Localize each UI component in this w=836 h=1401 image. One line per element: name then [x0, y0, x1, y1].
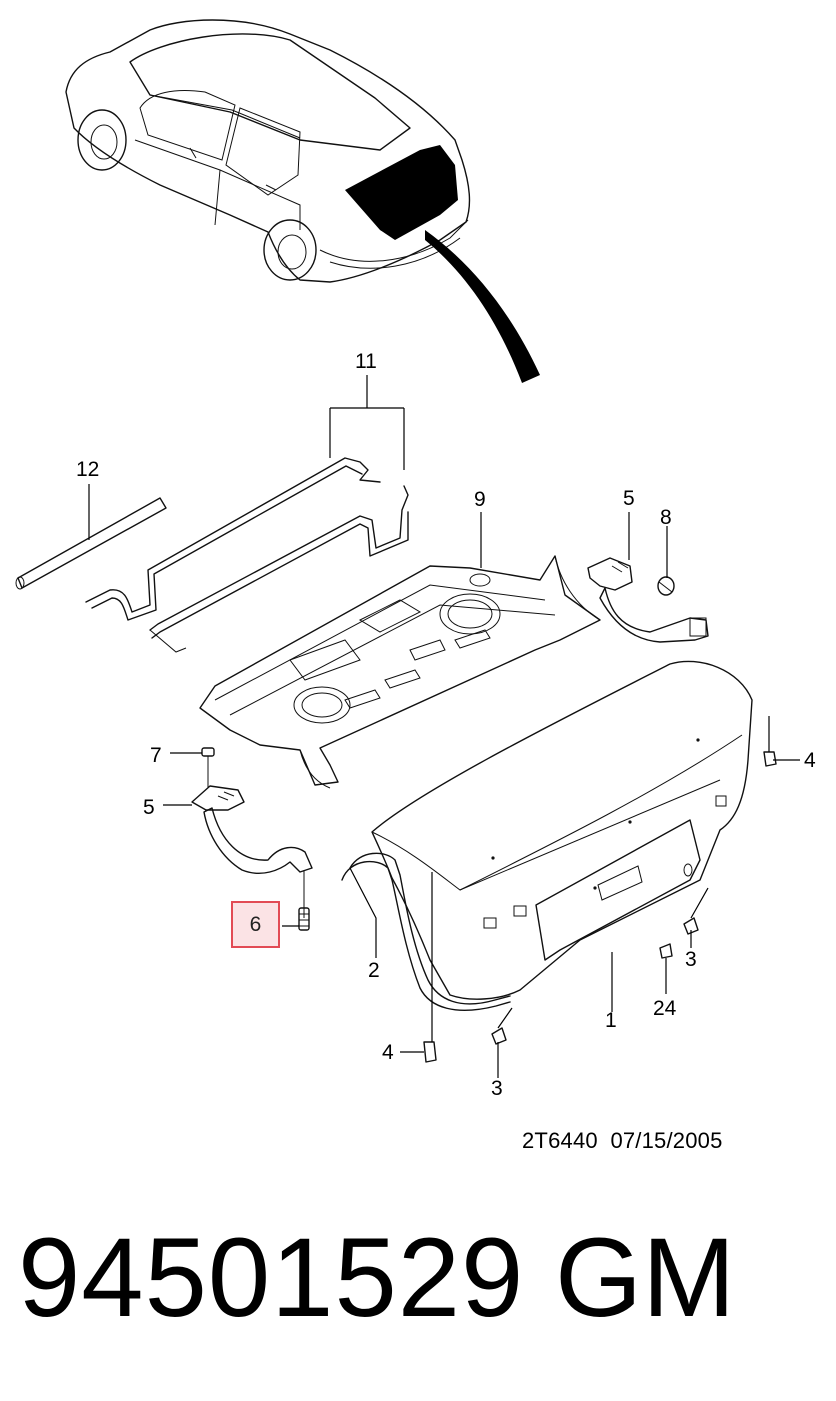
callout-labels: 11 12 9 5 8 7 5 4 2 3 24 1 4 3 — [76, 350, 816, 1100]
callout-8: 8 — [660, 506, 672, 529]
part-3-clip-right — [683, 917, 699, 935]
callout-5-right: 5 — [623, 487, 635, 510]
car-illustration — [65, 19, 540, 383]
part-5-hinge-right — [587, 557, 709, 643]
callout-1: 1 — [605, 1009, 617, 1032]
part-9-rear-panel — [199, 555, 601, 789]
callout-4-bottom: 4 — [382, 1041, 394, 1064]
part-8-bumper-stop — [657, 576, 675, 596]
callout-4-right: 4 — [804, 749, 816, 772]
part-4-bumper-right — [763, 751, 777, 767]
part-24-clip — [659, 943, 673, 959]
part-6-bolt — [298, 870, 310, 931]
part-2-weatherstrip — [341, 852, 511, 1012]
highlighted-callout-6[interactable]: 6 — [231, 901, 280, 948]
part-3-clip-bottom — [491, 1027, 507, 1045]
callout-24: 24 — [653, 997, 677, 1020]
callout-3-right: 3 — [685, 948, 697, 971]
callout-11: 11 — [355, 350, 377, 373]
callout-5-left: 5 — [143, 796, 155, 819]
callout-12: 12 — [76, 458, 99, 481]
callout-3-bottom: 3 — [491, 1077, 503, 1100]
drawing-code: 2T6440 07/15/2005 — [522, 1128, 723, 1153]
part-5-hinge-left — [191, 785, 313, 874]
part-4-bumper-bottom — [423, 1041, 437, 1063]
part-number: 94501529 — [18, 1215, 525, 1340]
callout-9: 9 — [474, 488, 486, 511]
leader-lines — [88, 375, 800, 1078]
callout-6: 6 — [249, 912, 262, 936]
part-11-torsion-bars — [85, 457, 409, 653]
callout-7: 7 — [150, 744, 162, 767]
part-12-rod — [15, 497, 167, 590]
part-7-bolt — [201, 747, 215, 788]
part-1-trunk-lid — [371, 660, 753, 1000]
brand-label: GM — [555, 1215, 736, 1340]
callout-2: 2 — [368, 959, 380, 982]
